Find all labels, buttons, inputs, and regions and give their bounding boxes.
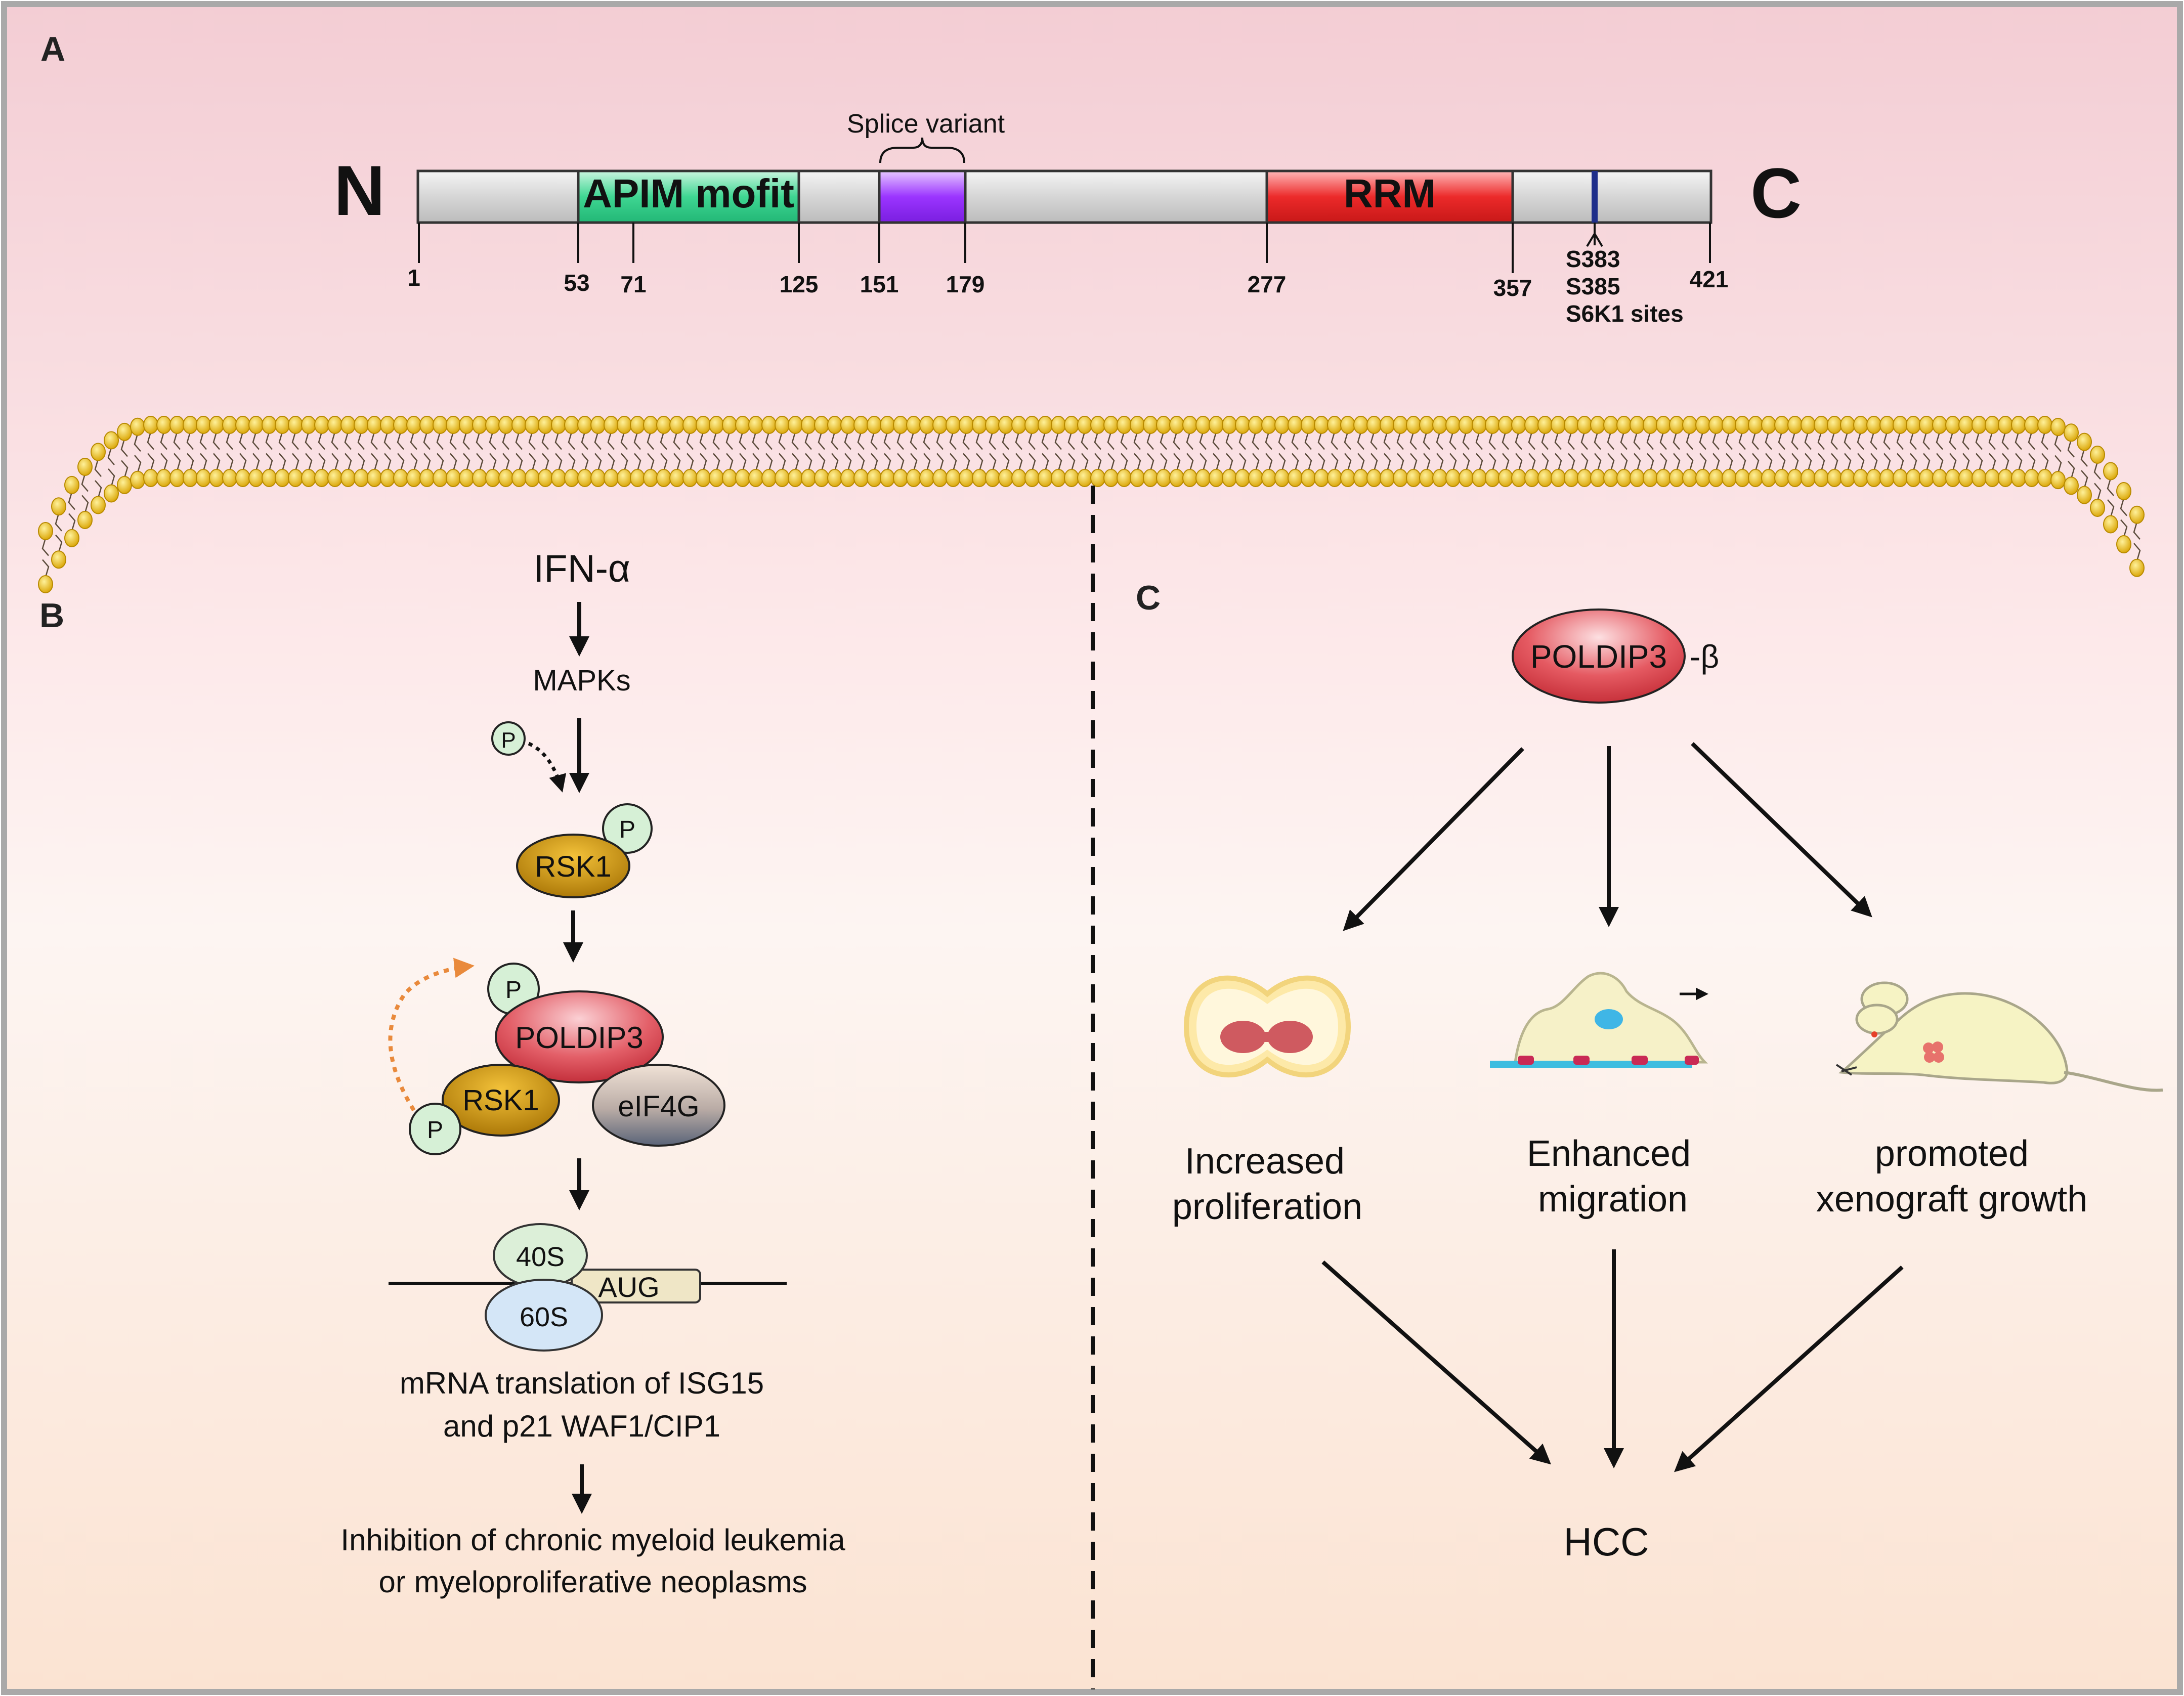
splice-variant-label: Splice variant bbox=[847, 109, 1005, 139]
poldip3-beta-label: POLDIP3 bbox=[1530, 638, 1667, 675]
rsk1-complex-label: RSK1 bbox=[462, 1084, 539, 1117]
aug-label: AUG bbox=[598, 1271, 659, 1303]
ifn-alpha-label: IFN-α bbox=[533, 547, 630, 590]
panel-c-label: C bbox=[1136, 579, 1161, 617]
tick-label-179: 179 bbox=[946, 271, 985, 297]
tick-label-125: 125 bbox=[780, 271, 819, 297]
poldip3-beta-node bbox=[1512, 608, 1686, 704]
arrow-proliferation-to-hcc bbox=[1321, 1260, 1551, 1465]
phospho-label: P bbox=[427, 1117, 443, 1144]
c-terminus-label: C bbox=[1750, 153, 1802, 233]
phospho-label: P bbox=[501, 728, 516, 753]
arrow-to-xenograft bbox=[1691, 742, 1872, 918]
s40-label: 40S bbox=[516, 1242, 565, 1272]
lipid-bilayer-membrane bbox=[38, 416, 2145, 593]
mouse-xenograft-icon bbox=[1835, 981, 2163, 1092]
site-s385: S385 bbox=[1566, 273, 1620, 299]
panel-c: C POLDIP3 -β bbox=[1136, 579, 2163, 1564]
phospho-group-icon bbox=[491, 721, 526, 756]
splice-variant-brace bbox=[879, 137, 965, 163]
poldip3-node bbox=[495, 990, 664, 1083]
apim-domain-label: APIM mofit bbox=[583, 171, 794, 216]
rsk1-complex-node bbox=[442, 1064, 560, 1137]
outcome-proliferation-line-1: Increased bbox=[1185, 1141, 1345, 1182]
rsk1-label: RSK1 bbox=[535, 850, 612, 883]
poldip3-label: POLDIP3 bbox=[515, 1021, 643, 1055]
outcome-xenograft-line-2: xenograft growth bbox=[1816, 1179, 2087, 1220]
translation-line-1: mRNA translation of ISG15 bbox=[400, 1366, 764, 1400]
apim-domain bbox=[577, 169, 800, 224]
rrm-domain-label: RRM bbox=[1344, 171, 1436, 216]
arrow-to-proliferation bbox=[1343, 747, 1524, 931]
outcome-xenograft-line-1: promoted bbox=[1875, 1134, 2029, 1174]
tick-label-151: 151 bbox=[860, 271, 899, 297]
s6k1-sites-label: S383 S385 S6K1 sites bbox=[1566, 246, 1684, 327]
arrow-xenograft-to-hcc bbox=[1674, 1266, 1904, 1472]
site-s383: S383 bbox=[1566, 246, 1620, 272]
phosphorylation-arrow bbox=[528, 742, 567, 793]
hcc-label: HCC bbox=[1564, 1519, 1649, 1564]
site-s6k1: S6K1 sites bbox=[1566, 300, 1684, 327]
tick-label-1: 1 bbox=[407, 265, 420, 291]
eif4g-node bbox=[592, 1064, 725, 1147]
inhibition-line-2: or myeloproliferative neoplasms bbox=[378, 1565, 807, 1599]
phospho-group-icon bbox=[409, 1103, 461, 1155]
position-tick-labels: 1 53 71 125 151 179 277 357 421 bbox=[407, 265, 1728, 301]
beta-suffix: -β bbox=[1690, 638, 1719, 675]
translation-line-2: and p21 WAF1/CIP1 bbox=[443, 1409, 720, 1443]
tick-label-421: 421 bbox=[1690, 266, 1729, 292]
tick-label-357: 357 bbox=[1493, 275, 1532, 301]
panel-b-label: B bbox=[39, 596, 64, 635]
tick-label-277: 277 bbox=[1248, 271, 1287, 297]
outcome-proliferation-line-2: proliferation bbox=[1172, 1187, 1362, 1227]
mapks-label: MAPKs bbox=[533, 664, 630, 697]
n-terminus-label: N bbox=[334, 151, 385, 230]
autophosphorylation-arrow bbox=[388, 958, 475, 1112]
outcome-migration-line-1: Enhanced bbox=[1527, 1134, 1691, 1174]
splice-variant-domain bbox=[878, 169, 967, 224]
inhibition-line-1: Inhibition of chronic myeloid leukemia bbox=[340, 1523, 845, 1557]
position-ticks bbox=[418, 223, 1711, 273]
s6k1-site-marker bbox=[1592, 171, 1598, 223]
phospho-label: P bbox=[619, 816, 635, 843]
panel-a: A N C APIM mofit RRM Splice variant bbox=[40, 30, 1802, 327]
panel-a-label: A bbox=[40, 30, 65, 68]
ribosome-60s bbox=[485, 1279, 603, 1352]
tick-label-53: 53 bbox=[564, 270, 589, 296]
migrating-cell-icon bbox=[1490, 972, 1708, 1068]
panel-b: B IFN-α MAPKs P P RSK1 P POLDIP3 RSK1 eI… bbox=[39, 547, 845, 1599]
outcome-migration-line-2: migration bbox=[1538, 1179, 1688, 1220]
s60-label: 60S bbox=[520, 1302, 568, 1332]
phospho-group-icon bbox=[602, 803, 653, 854]
rrm-domain bbox=[1265, 169, 1514, 224]
rsk1-node bbox=[516, 834, 630, 898]
eif4g-label: eIF4G bbox=[618, 1090, 699, 1123]
dividing-cell-icon bbox=[1183, 975, 1351, 1077]
tick-label-71: 71 bbox=[620, 271, 646, 297]
phospho-label: P bbox=[505, 977, 522, 1004]
